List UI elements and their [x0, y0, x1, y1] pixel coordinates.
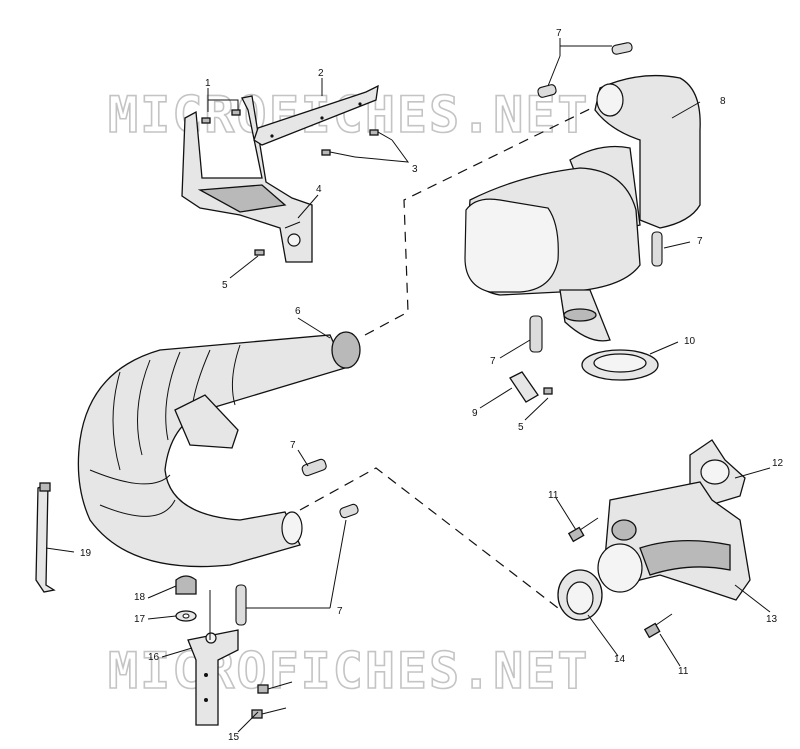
- part-11-bolt-upper: [567, 517, 599, 543]
- callout-18: 18: [134, 592, 146, 603]
- callout-9: 9: [472, 408, 478, 419]
- part-13-exhaust-manifold: [597, 481, 751, 601]
- part-10-gasket-ring: [581, 349, 659, 381]
- assembly-line-pipe-to-manifold: [299, 467, 559, 609]
- callout-11-lower: 11: [678, 666, 689, 677]
- part-6-expansion-pipe: [77, 331, 361, 568]
- callout-14: 14: [614, 654, 626, 665]
- callout-8: 8: [720, 96, 726, 107]
- callout-7-mid: 7: [490, 356, 496, 367]
- callout-3: 3: [412, 164, 418, 175]
- callout-5-top: 5: [222, 280, 228, 291]
- part-9-strap: [509, 371, 553, 403]
- part-18-rubber-bumper: [175, 575, 197, 595]
- callout-15: 15: [228, 732, 240, 743]
- spring-7-top: [537, 42, 633, 98]
- screw-group-1: [201, 109, 241, 124]
- callout-2: 2: [318, 68, 324, 79]
- part-4-mount-bracket: [181, 95, 313, 263]
- part-17-washer: [175, 610, 197, 622]
- spring-7-left: [301, 458, 359, 519]
- spring-7-right: [651, 231, 663, 267]
- part-8-silencer: [464, 74, 701, 342]
- callout-1: 1: [205, 78, 211, 89]
- part-2-heat-shield: [253, 84, 379, 146]
- callout-7-left: 7: [290, 440, 296, 451]
- callout-13: 13: [766, 614, 778, 625]
- spring-7-lower: [235, 584, 247, 626]
- spring-7-mid: [529, 315, 543, 353]
- screw-group-3: [321, 129, 393, 158]
- callout-4: 4: [316, 184, 322, 195]
- watermark-top: MICROFICHES.NET: [108, 86, 590, 144]
- callout-11-upper: 11: [548, 490, 559, 501]
- part-14-seal-ring: [557, 569, 603, 621]
- callout-10: 10: [684, 336, 696, 347]
- part-11-bolt-lower: [643, 613, 673, 639]
- callout-7-top: 7: [556, 28, 562, 39]
- callout-7-right: 7: [697, 236, 703, 247]
- watermark-bottom: MICROFICHES.NET: [108, 642, 590, 700]
- part-15-bolts: [251, 681, 293, 719]
- callout-5-mid: 5: [518, 422, 524, 433]
- callout-17: 17: [134, 614, 146, 625]
- callout-7-lower: 7: [337, 606, 343, 617]
- callout-6: 6: [295, 306, 301, 317]
- leader-lines: [45, 38, 771, 733]
- callout-16: 16: [148, 652, 160, 663]
- assembly-line-pipe-to-silencer: [364, 103, 601, 336]
- part-16-lower-bracket: [187, 629, 239, 726]
- callout-19: 19: [80, 548, 92, 559]
- callout-12: 12: [772, 458, 784, 469]
- screw-5-top: [254, 249, 265, 256]
- part-19-strap: [35, 482, 56, 593]
